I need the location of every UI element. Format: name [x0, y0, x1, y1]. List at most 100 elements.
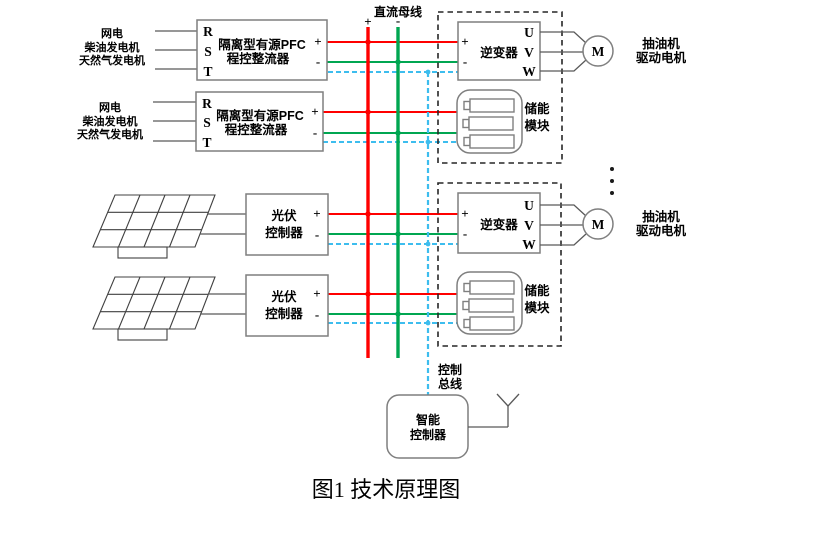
control-bus: 控制 总线: [425, 69, 462, 395]
pv-unit-2: 光伏 控制器 + -: [92, 274, 329, 341]
junction-dot: [425, 241, 431, 247]
storage-label-line1: 储能: [523, 283, 550, 298]
row-pv1-to-inverter2: [328, 213, 458, 245]
motor-symbol: M: [592, 217, 605, 232]
inverter-box: [457, 21, 541, 81]
source-label-grid: 网电: [99, 100, 121, 114]
rectifier-title-line1: 隔离型有源PFC: [218, 37, 306, 52]
ellipsis-dot: [610, 167, 614, 171]
figure-caption: 图1 技术原理图: [312, 477, 461, 502]
junction-dot: [365, 39, 371, 45]
row-pv2-to-storage2: [328, 293, 457, 324]
vertical-ellipsis: [610, 167, 614, 195]
phase-t-label: T: [203, 64, 212, 79]
rectifier-box: [196, 19, 328, 81]
pv-unit-1: 光伏 控制器 + -: [92, 193, 329, 259]
plus-terminal: +: [461, 206, 468, 221]
pv-controller-label-line1: 光伏: [270, 208, 297, 223]
motor-label-line2: 驱动电机: [636, 223, 687, 238]
group-dashed-border: [437, 182, 562, 347]
battery-icon: [463, 134, 515, 149]
motor-symbol: M: [592, 44, 605, 59]
smart-controller-label-line2: 控制器: [410, 427, 447, 442]
plus-terminal: +: [314, 34, 321, 49]
pv-controller-label-line2: 控制器: [265, 225, 303, 240]
minus-terminal: -: [463, 226, 467, 241]
rectifier-unit-2: 网电 柴油发电机 天然气发电机 R S T 隔离型有源PFC 程控整流器 + -: [77, 91, 324, 152]
source-label-gas: 天然气发电机: [79, 53, 145, 67]
motor-label-line1: 抽油机: [642, 209, 680, 224]
output-v-label: V: [524, 45, 534, 60]
junction-dot: [395, 59, 401, 65]
phase-s-label: S: [204, 44, 212, 59]
storage-label-line1: 储能: [523, 101, 550, 116]
minus-terminal: -: [313, 125, 317, 140]
output-w-label: W: [522, 64, 536, 79]
w-phase-wire: [540, 233, 587, 246]
source-label-diesel: 柴油发电机: [82, 114, 138, 128]
drive-group-2: + - 逆变器 U V W 储能 模块: [437, 182, 562, 347]
u-phase-wire: [540, 31, 587, 44]
junction-dot: [365, 109, 371, 115]
rectifier-title-line2: 程控整流器: [227, 51, 290, 66]
plus-terminal: +: [313, 286, 320, 301]
battery-icon: [462, 116, 514, 131]
minus-terminal: -: [316, 54, 320, 69]
junction-dot: [425, 69, 431, 75]
solar-panel-icon: [92, 194, 216, 259]
group-dashed-border: [437, 11, 563, 164]
output-u-label: U: [524, 198, 534, 213]
junction-dot: [395, 130, 401, 136]
drive-group-1: + - 逆变器 U V W 储能 模块: [437, 11, 563, 164]
antenna-arm-right: [507, 393, 520, 407]
phase-r-label: R: [203, 24, 213, 39]
inverter-box: [457, 192, 541, 254]
inverter-label: 逆变器: [480, 217, 518, 232]
motor-circle: [582, 208, 614, 240]
junction-dot: [365, 211, 371, 217]
junction-dot: [395, 311, 401, 317]
rectifier-unit-1: 网电 柴油发电机 天然气发电机 R S T 隔离型有源PFC 程控整流器 + -: [79, 19, 328, 81]
row-rectifier2-to-storage1: [323, 111, 457, 143]
dc-bus-label: 直流母线: [374, 4, 422, 19]
pv-controller-box: [245, 193, 329, 256]
minus-terminal: -: [315, 227, 319, 242]
minus-terminal: -: [463, 54, 467, 69]
phase-t-label: T: [202, 135, 211, 150]
inverter-label: 逆变器: [480, 45, 518, 60]
junction-dot: [365, 291, 371, 297]
dc-bus-plus-sign: +: [364, 14, 371, 29]
solar-panel-icon: [92, 276, 216, 341]
ellipsis-dot: [610, 191, 614, 195]
dc-bus: 直流母线 + -: [364, 4, 422, 358]
motor-unit-2: M 抽油机 驱动电机: [540, 204, 687, 246]
motor-circle: [582, 35, 614, 67]
control-bus-label-line2: 总线: [438, 376, 462, 391]
plus-terminal: +: [311, 104, 318, 119]
smart-controller-unit: 智能 控制器: [386, 393, 520, 459]
motor-label-line1: 抽油机: [642, 36, 680, 51]
pv-controller-label-line2: 控制器: [265, 306, 303, 321]
pv-controller-box: [245, 274, 329, 337]
output-v-label: V: [524, 218, 534, 233]
phase-r-label: R: [202, 96, 212, 111]
u-phase-wire: [540, 204, 587, 217]
storage-label-line2: 模块: [524, 300, 550, 315]
smart-controller-label-line1: 智能: [415, 412, 440, 427]
junction-dot: [425, 139, 431, 145]
motor-label-line2: 驱动电机: [636, 50, 687, 65]
plus-terminal: +: [461, 34, 468, 49]
source-label-gas: 天然气发电机: [77, 127, 143, 141]
pv-controller-label-line1: 光伏: [270, 289, 297, 304]
battery-icon: [463, 280, 515, 295]
junction-dot: [425, 320, 431, 326]
plus-terminal: +: [313, 206, 320, 221]
junction-dot: [395, 231, 401, 237]
rectifier-box: [195, 91, 324, 152]
antenna-icon: [468, 393, 520, 428]
source-label-diesel: 柴油发电机: [84, 40, 140, 54]
phase-s-label: S: [203, 115, 211, 130]
rectifier-title-line2: 程控整流器: [225, 122, 288, 137]
row-rectifier1-to-inverter1: [327, 41, 458, 73]
